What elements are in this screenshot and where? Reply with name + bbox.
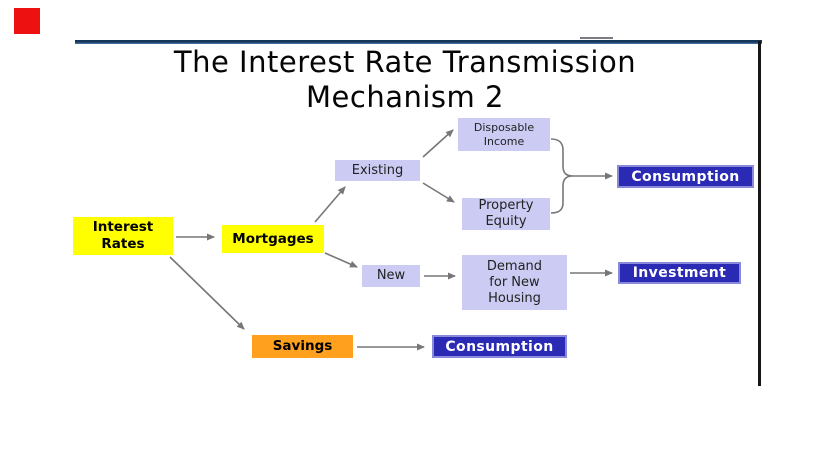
node-interest-rates-label: Interest Rates <box>92 219 154 252</box>
arrow-existing-to-property-equity <box>422 182 455 203</box>
node-new-label: New <box>376 268 406 283</box>
node-mortgages: Mortgages <box>222 225 324 253</box>
top-line-artifact <box>580 37 613 39</box>
node-new: New <box>362 265 420 287</box>
node-consumption-mortgage: Consumption <box>617 165 754 188</box>
red-marker-square <box>14 8 40 34</box>
curly-brace-join <box>550 138 574 214</box>
node-demand-label: Demand for New Housing <box>486 258 543 306</box>
node-consumption-savings: Consumption <box>432 335 567 358</box>
node-mortgages-label: Mortgages <box>232 230 314 247</box>
arrow-mortgages-to-new <box>324 252 358 268</box>
node-savings-label: Savings <box>272 338 333 354</box>
title-line-2: Mechanism 2 <box>306 80 504 114</box>
node-demand-for-new-housing: Demand for New Housing <box>462 255 567 310</box>
node-disposable-income: Disposable Income <box>458 118 550 151</box>
node-disposable-income-label: Disposable Income <box>473 120 535 148</box>
node-existing: Existing <box>335 160 420 181</box>
node-property-equity-label: Property Equity <box>478 198 534 229</box>
arrow-interest-rates-to-savings <box>169 256 245 330</box>
node-investment-label: Investment <box>632 265 727 281</box>
arrow-existing-to-disposable-income <box>422 129 454 158</box>
node-interest-rates: Interest Rates <box>73 217 173 255</box>
right-border-line <box>758 41 761 386</box>
node-existing-label: Existing <box>351 162 404 178</box>
node-property-equity: Property Equity <box>462 198 550 230</box>
page-title: The Interest Rate Transmission Mechanism… <box>75 45 735 115</box>
node-savings: Savings <box>252 335 353 358</box>
top-border-line <box>75 40 762 44</box>
node-investment: Investment <box>618 262 741 284</box>
node-consumption-mortgage-label: Consumption <box>631 168 740 185</box>
arrow-mortgages-to-existing <box>314 186 346 223</box>
title-line-1: The Interest Rate Transmission <box>173 45 637 79</box>
node-consumption-savings-label: Consumption <box>445 338 554 355</box>
